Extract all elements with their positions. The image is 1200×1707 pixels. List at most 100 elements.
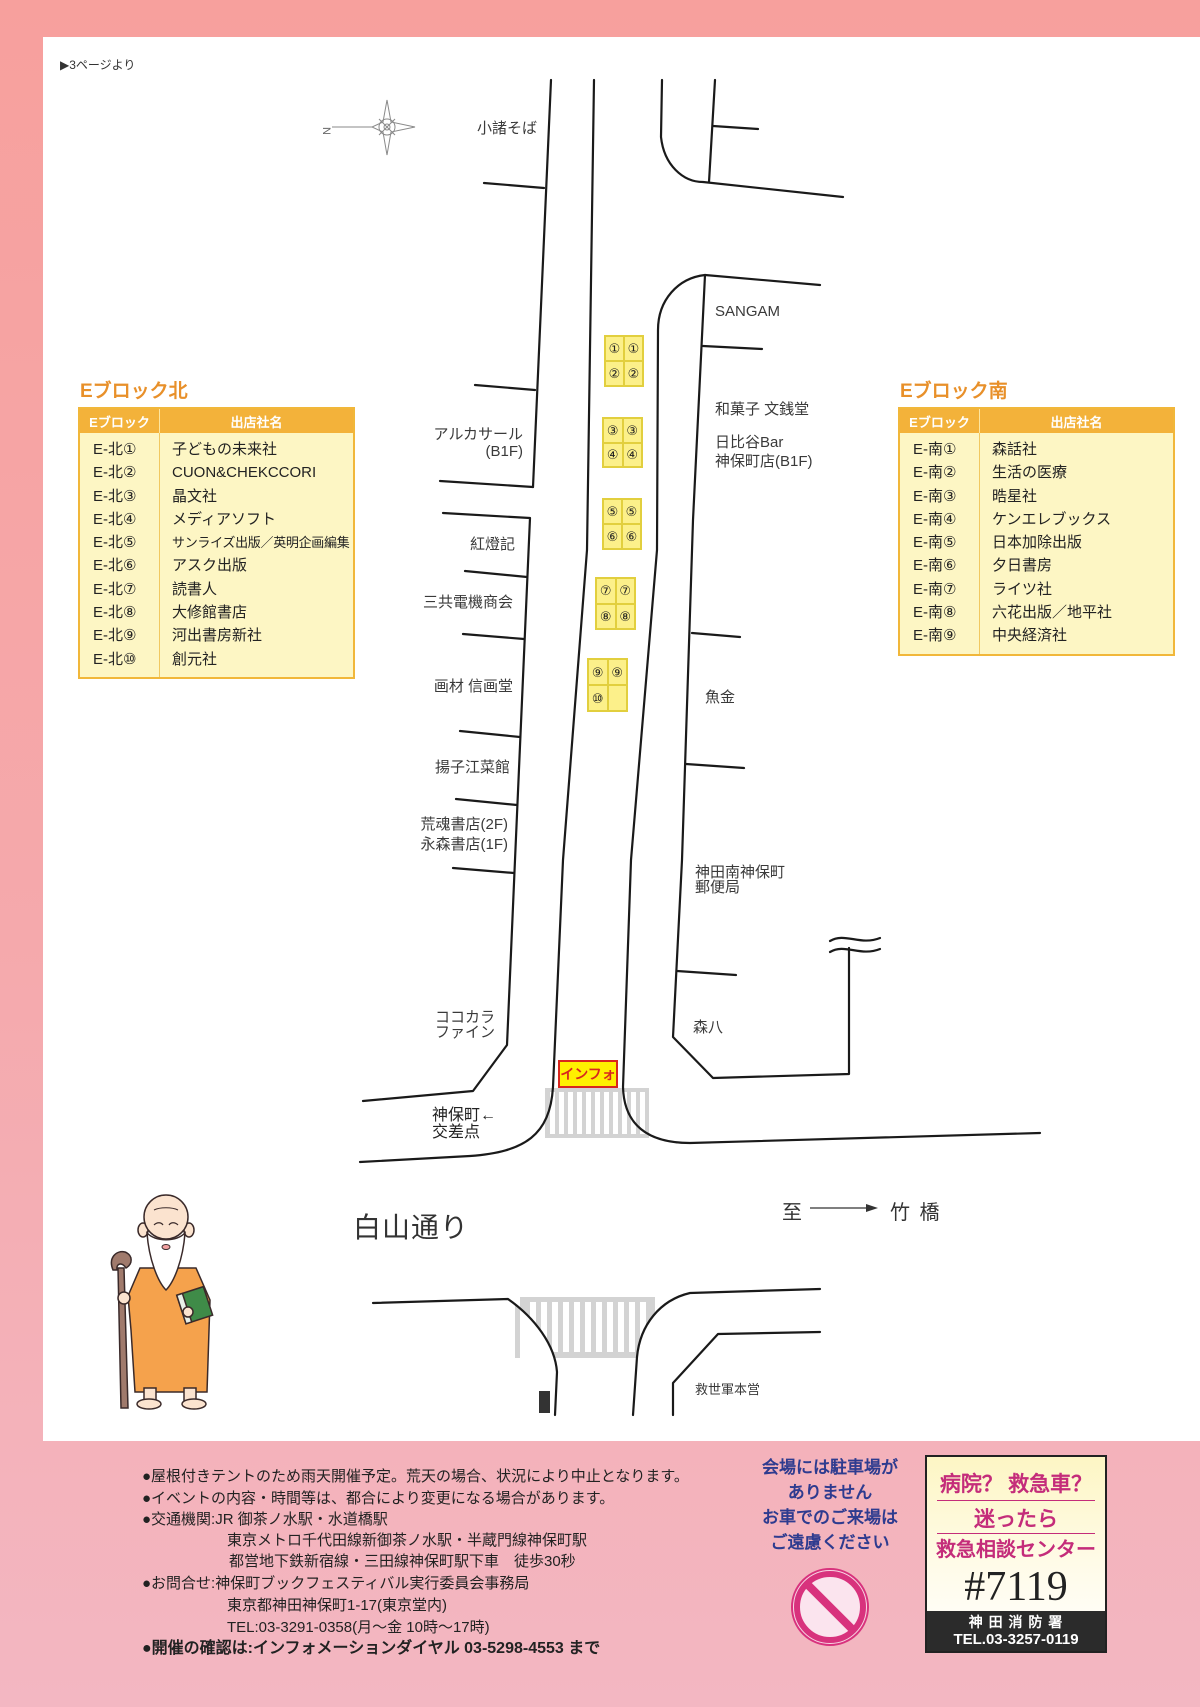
map-label-kotoki: 紅燈記 (469, 536, 515, 553)
divider (937, 1533, 1095, 1534)
exhibitor-name: 夕日書房 (992, 557, 1053, 575)
map-label-morihachi: 森八 (693, 1019, 724, 1036)
booth-cell: ⑨ (588, 659, 608, 685)
emergency-line-2: 迷ったら (974, 1507, 1058, 1531)
table-row: E-南④ ケンエレブックス (900, 508, 1173, 531)
map-label-komoro-soba: 小諸そば (476, 120, 537, 137)
map-label-aratama-shoten: 荒魂書店(2F) (420, 816, 509, 833)
exhibitor-name: 森話社 (992, 441, 1038, 458)
exhibitor-name: 六花出版／地平社 (992, 604, 1113, 622)
street-name-hakusan-dori: 白山通り (353, 1212, 470, 1243)
exhibitor-name: 創元社 (172, 650, 218, 668)
crosswalk-north (545, 1088, 649, 1138)
info-booth-label: インフォ (558, 1060, 618, 1088)
block-id: E-南① (913, 441, 957, 458)
block-id: E-北② (93, 464, 137, 482)
table-row: E-南⑧ 六花出版／地平社 (900, 601, 1173, 624)
fire-station-band: 神 田 消 防 署 TEL.03-3257-0119 (927, 1611, 1105, 1651)
booth-cell: ④ (622, 442, 642, 467)
map-label-hibiya-bar: 日比谷Bar (715, 434, 784, 451)
exhibitor-name: 日本加除出版 (992, 534, 1083, 552)
column-divider (979, 433, 980, 654)
map-label-uokin: 魚金 (705, 689, 736, 706)
north-table-title: Eブロック北 (80, 381, 188, 402)
intersection-label-2: 交差点 (432, 1124, 481, 1141)
direction-destination-label: 竹 橋 (890, 1202, 942, 1224)
booth-group-3-4: ③ ③ ④ ④ (602, 417, 643, 468)
booth-cell: ⑤ (622, 499, 641, 524)
exhibitor-name: メディアソフト (172, 510, 276, 528)
note-contact: ●お問合せ:神保町ブックフェスティバル実行委員会事務局 (142, 1575, 530, 1592)
map-label-hibiya-bar-branch: 神保町店(B1F) (715, 453, 813, 470)
map-label-bunsendo: 和菓子 文銭堂 (715, 401, 810, 418)
table-header: Eブロック 出店社名 (80, 409, 353, 433)
block-id: E-北⑨ (93, 627, 137, 645)
booth-cell: ⑦ (615, 578, 635, 604)
table-row: E-北⑧ 大修館書店 (80, 601, 353, 624)
map-label-salvation-army: 救世軍本営 (695, 1382, 761, 1397)
map-label-sankyo-denki: 三共電機商会 (422, 594, 513, 611)
table-row: E-北⑩ 創元社 (80, 648, 353, 671)
header-exhibitor: 出店社名 (1050, 414, 1103, 430)
table-row: E-南② 生活の医療 (900, 461, 1173, 484)
block-id: E-北⑥ (93, 557, 137, 575)
mascot-illustration (110, 1194, 214, 1410)
note-transport-toei: 都営地下鉄新宿線・三田線神保町駅下車 徒歩30秒 (229, 1553, 576, 1570)
block-id: E-南⑧ (913, 604, 957, 622)
booth-cell: ③ (622, 418, 642, 443)
exhibitor-name: 生活の医療 (992, 464, 1068, 482)
exhibitor-name: 中央経済社 (992, 627, 1068, 645)
booth-cell: ⑦ (596, 578, 616, 604)
booth-cell: ⑤ (603, 499, 622, 524)
booth-cell: ① (605, 336, 624, 361)
booth-cell: ① (624, 336, 643, 361)
exhibitor-name: 晧星社 (992, 487, 1038, 505)
exhibitor-name: サンライズ出版／英明企画編集 (172, 535, 350, 551)
table-row: E-北④ メディアソフト (80, 508, 353, 531)
map-panel (43, 37, 1200, 1441)
block-id: E-南④ (913, 510, 957, 528)
map-label-cocokara-fine: ファイン (434, 1024, 495, 1041)
exhibitor-name: 大修館書店 (172, 604, 248, 622)
block-id: E-北⑩ (93, 650, 137, 668)
bollard-marker (539, 1391, 550, 1413)
compass-icon (332, 99, 416, 156)
map-label-post-office: 神田南神保町 (695, 864, 786, 881)
block-id: E-北⑧ (93, 604, 137, 622)
no-entry-icon (791, 1568, 869, 1646)
note-contact-tel: TEL:03-3291-0358(月～金 10時～17時) (227, 1619, 490, 1636)
booth-group-1-2: ① ① ② ② (604, 335, 644, 387)
block-id: E-南② (913, 464, 957, 482)
block-id: E-北④ (93, 510, 137, 528)
emergency-line-3: 救急相談センター (936, 1539, 1096, 1561)
booth-cell: ④ (603, 442, 623, 467)
table-row: E-南① 森話社 (900, 438, 1173, 461)
block-id: E-南⑦ (913, 580, 957, 598)
booth-cell: ② (624, 361, 643, 386)
emergency-consultation-box: 病院？ 救急車？ 迷ったら 救急相談センター #7119 神 田 消 防 署 T… (925, 1455, 1107, 1653)
compass-north-label: N (320, 127, 332, 135)
booth-cell: ② (605, 361, 624, 386)
note-schedule-change: ●イベントの内容・時間等は、都合により変更になる場合があります。 (142, 1490, 615, 1507)
map-label-yosuko-saikan: 揚子江菜館 (434, 759, 510, 776)
direction-to-label: 至 (782, 1202, 802, 1224)
emergency-line-1: 病院？ 救急車？ (939, 1472, 1093, 1496)
header-block: Eブロック (900, 409, 980, 433)
parking-notice-line: ありません (787, 1483, 873, 1502)
booth-group-7-8: ⑦ ⑦ ⑧ ⑧ (595, 577, 636, 630)
exhibitor-name: 晶文社 (172, 487, 218, 505)
note-info-dial: ●開催の確認は:インフォメーションダイヤル 03-5298-4553 まで (142, 1640, 601, 1657)
booth-cell (607, 685, 627, 711)
table-header: Eブロック 出店社名 (900, 409, 1173, 433)
exhibitor-name: ケンエレブックス (992, 510, 1112, 528)
